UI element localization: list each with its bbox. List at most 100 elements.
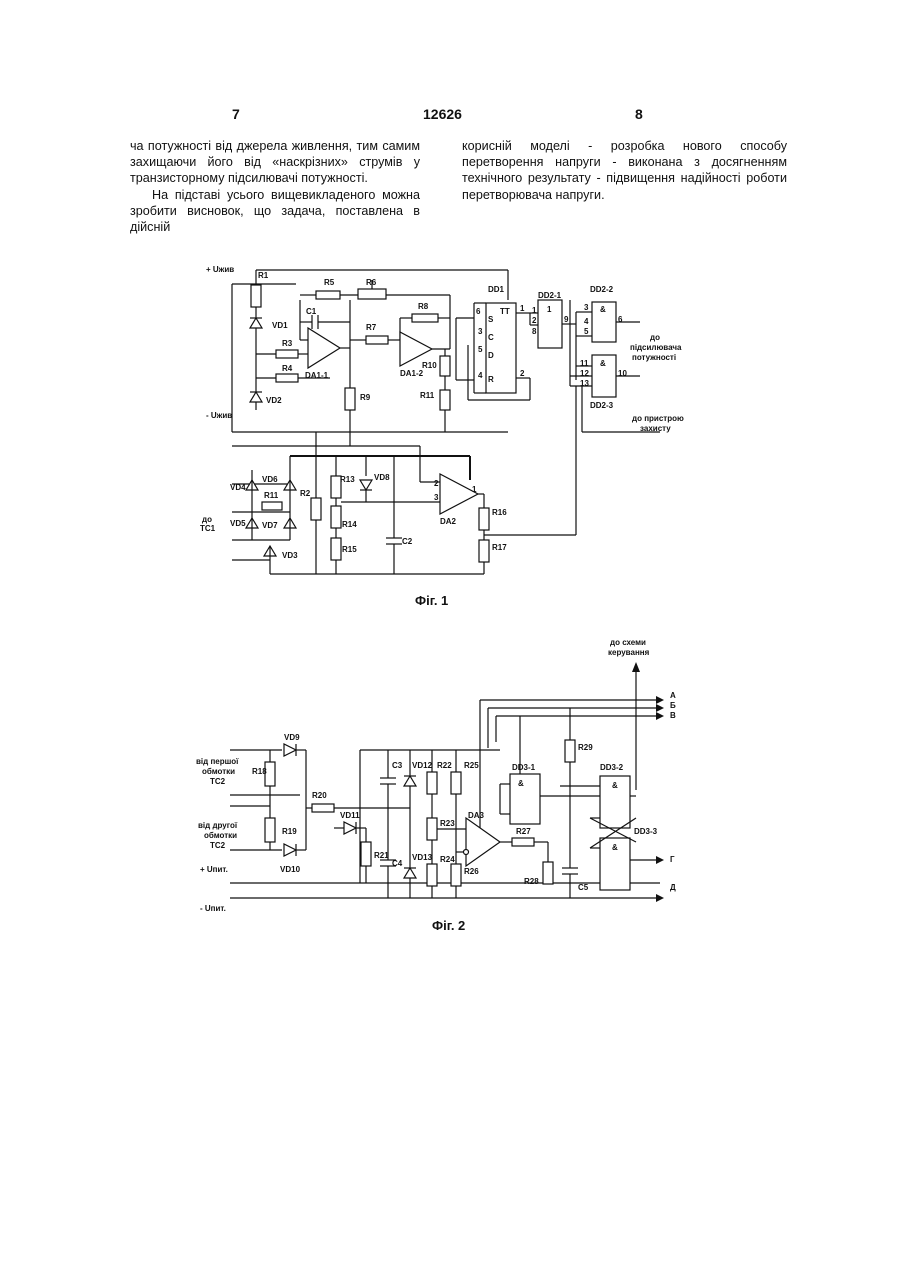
r22-resistor	[427, 772, 437, 794]
da2-label: DA2	[440, 517, 457, 526]
r15-resistor	[331, 538, 341, 560]
r3-label: R3	[282, 339, 293, 348]
winding-1-label: обмотки	[202, 767, 235, 776]
to-control-label: керування	[608, 648, 650, 657]
dd3-1-label: DD3-1	[512, 763, 536, 772]
r19-label: R19	[282, 827, 297, 836]
dd3-2-function-label: &	[612, 781, 618, 790]
pin-label: 2	[434, 479, 439, 488]
vd13-diode	[404, 868, 416, 878]
r25-resistor	[451, 772, 461, 794]
r4-resistor	[276, 374, 298, 382]
r24-resistor	[427, 864, 437, 886]
output-g-label: Г	[670, 855, 675, 864]
r8-resistor	[412, 314, 438, 322]
pin-label: 1	[532, 306, 537, 315]
da3-opamp	[466, 818, 500, 866]
pin-label: 2	[520, 369, 525, 378]
r3-resistor	[276, 350, 298, 358]
figure-1-caption: Фіг. 1	[415, 593, 448, 608]
r6-label: R6	[366, 278, 377, 287]
r16-resistor	[479, 508, 489, 530]
pin-label: 10	[618, 369, 627, 378]
vd8-diode	[360, 480, 372, 490]
vd9-label: VD9	[284, 733, 300, 742]
vd12-diode	[404, 776, 416, 786]
dd1-s-label: S	[488, 315, 494, 324]
to-control-label: до схеми	[610, 638, 646, 647]
r2-resistor	[311, 498, 321, 520]
r27-label: R27	[516, 827, 531, 836]
pin-label: 1	[472, 485, 477, 494]
pin-label: 9	[564, 315, 569, 324]
r26-resistor	[451, 864, 461, 886]
figure-2-schematic: до схеми керування А Б В Г Д від першої …	[196, 638, 676, 933]
pin-label: 6	[476, 307, 481, 316]
output-a-label: А	[670, 691, 676, 700]
winding-1-label: ТС2	[210, 777, 226, 786]
r22-label: R22	[437, 761, 452, 770]
r11-bridge-label: R11	[264, 491, 279, 500]
c4-label: C4	[392, 859, 403, 868]
r5-label: R5	[324, 278, 335, 287]
r1-label: R1	[258, 271, 269, 280]
vd8-label: VD8	[374, 473, 390, 482]
r9-label: R9	[360, 393, 371, 402]
winding-2-label: ТС2	[210, 841, 226, 850]
to-amplifier-label: підсилювача	[630, 343, 682, 352]
dd1-c-label: C	[488, 333, 494, 342]
output-d-label: Д	[670, 883, 676, 892]
da1-1-opamp	[308, 328, 340, 368]
da2-opamp	[440, 474, 478, 514]
dd2-2-function-label: &	[600, 305, 606, 314]
da1-1-label: DA1-1	[305, 371, 329, 380]
to-protection-label: до пристрою	[632, 414, 684, 423]
supply-minus-label: - Uжив	[206, 411, 232, 420]
c1-label: C1	[306, 307, 317, 316]
pin-label: 13	[580, 379, 589, 388]
dd1-tt-label: TT	[500, 307, 510, 316]
pin-label: 5	[478, 345, 483, 354]
dd1-d-label: D	[488, 351, 494, 360]
r17-label: R17	[492, 543, 507, 552]
r9-resistor	[345, 388, 355, 410]
dd2-3-label: DD2-3	[590, 401, 614, 410]
r20-resistor	[312, 804, 334, 812]
r10-label: R10	[422, 361, 437, 370]
vd11-diode	[344, 822, 356, 834]
r17-resistor	[479, 540, 489, 562]
r11-bridge-resistor	[262, 502, 282, 510]
pin-label: 4	[478, 371, 483, 380]
pin-label: 12	[580, 369, 589, 378]
dd3-1-function-label: &	[518, 779, 524, 788]
figure-1-schematic: + Uжив - Uжив R1 VD1 VD2 R3 R4 R5 R6 C1 …	[200, 265, 684, 608]
dd3-3-label: DD3-3	[634, 827, 658, 836]
dd2-2-label: DD2-2	[590, 285, 614, 294]
r6-potentiometer	[358, 289, 386, 299]
r15-label: R15	[342, 545, 357, 554]
pin-label: 3	[434, 493, 439, 502]
supply-minus-label: - Uпит.	[200, 904, 226, 913]
r1-resistor	[251, 285, 261, 307]
winding-2-label: від другої	[198, 821, 238, 830]
dd2-1-label: DD2-1	[538, 291, 562, 300]
vd11-label: VD11	[340, 811, 360, 820]
vd2-label: VD2	[266, 396, 282, 405]
pin-label: 3	[584, 303, 589, 312]
vd4-label: VD4	[230, 483, 246, 492]
vd10-label: VD10	[280, 865, 301, 874]
r29-resistor	[565, 740, 575, 762]
pin-label: 5	[584, 327, 589, 336]
pin-label: 4	[584, 317, 589, 326]
vd7-label: VD7	[262, 521, 278, 530]
vd6-label: VD6	[262, 475, 278, 484]
figure-2-caption: Фіг. 2	[432, 918, 465, 933]
to-protection-label: захисту	[640, 424, 671, 433]
r7-resistor	[366, 336, 388, 344]
c2-label: C2	[402, 537, 413, 546]
pin-label: 8	[532, 327, 537, 336]
r29-label: R29	[578, 743, 593, 752]
pin-label: 11	[580, 359, 589, 368]
vd5-label: VD5	[230, 519, 246, 528]
